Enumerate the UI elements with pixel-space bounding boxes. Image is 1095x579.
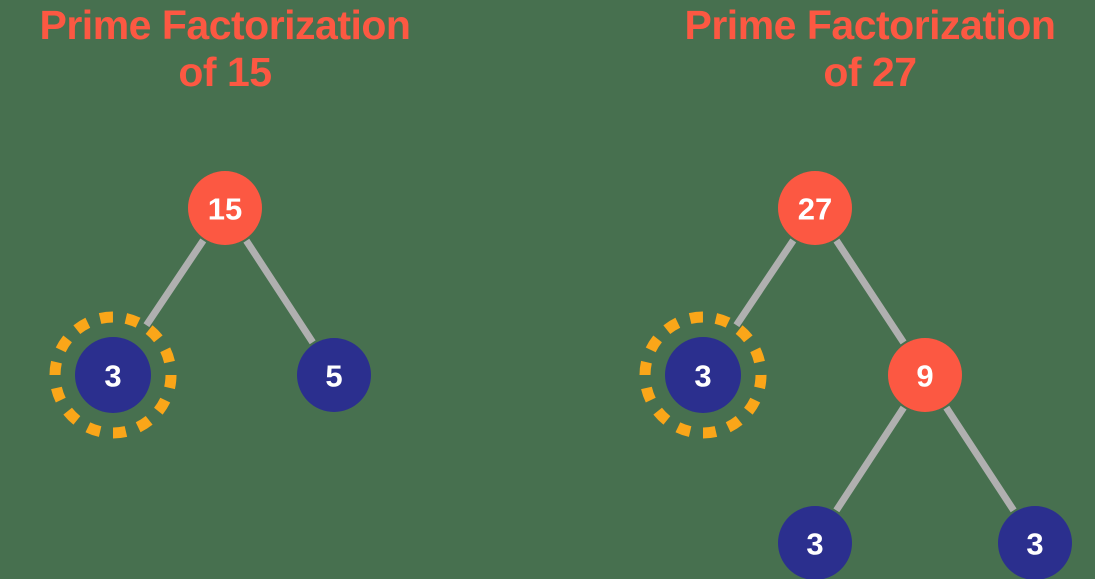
tree-edge [243, 238, 316, 345]
tree-node-3[interactable]: 3 [998, 506, 1072, 579]
nodes-layer: 15 3 5 27 3 9 3 3 [75, 171, 1072, 579]
tree-edge [143, 238, 207, 328]
highlight-ring-3 [49, 311, 177, 439]
node-label: 27 [798, 192, 832, 227]
node-circle-prime [297, 338, 371, 412]
node-circle-composite [888, 338, 962, 412]
tree-node-15[interactable]: 15 [188, 171, 262, 245]
node-label: 3 [694, 359, 711, 394]
node-label: 9 [916, 359, 933, 394]
tree-node-3[interactable]: 3 [778, 506, 852, 579]
node-label: 15 [208, 192, 242, 227]
tree-node-27[interactable]: 27 [778, 171, 852, 245]
node-label: 3 [806, 527, 823, 562]
node-circle-prime [998, 506, 1072, 579]
tree-edge [733, 238, 797, 328]
tree-node-5[interactable]: 5 [297, 338, 371, 412]
node-circle-prime [665, 337, 741, 413]
node-circle-composite [778, 171, 852, 245]
tree-node-3[interactable]: 3 [75, 337, 151, 413]
node-label: 3 [104, 359, 121, 394]
node-circle-composite [188, 171, 262, 245]
highlight-ring-3 [639, 311, 767, 439]
panel-title-left: Prime Factorization of 15 [39, 2, 411, 95]
tree-node-9[interactable]: 9 [888, 338, 962, 412]
tree-node-3[interactable]: 3 [665, 337, 741, 413]
node-circle-prime [778, 506, 852, 579]
tree-edge [943, 405, 1017, 513]
node-circle-prime [75, 337, 151, 413]
tree-edge [833, 238, 907, 345]
node-label: 3 [1026, 527, 1043, 562]
highlight-rings-layer [49, 311, 767, 439]
edges-layer [143, 238, 1017, 513]
node-label: 5 [325, 359, 342, 394]
panel-title-right: Prime Factorization of 27 [684, 2, 1056, 95]
tree-edge [833, 405, 907, 513]
